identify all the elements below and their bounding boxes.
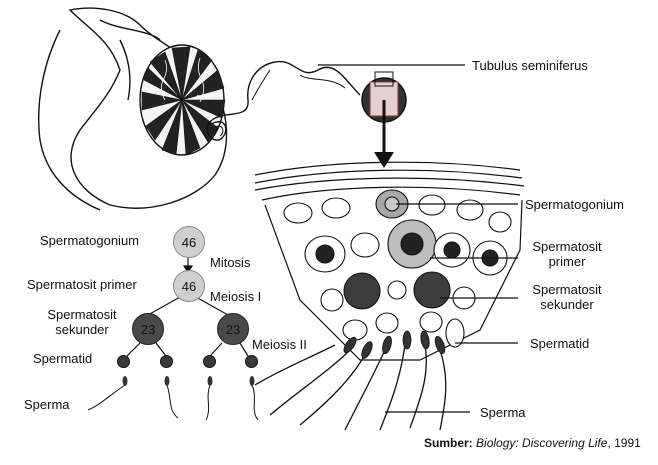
source-year: , 1991 [607, 436, 641, 450]
testis-lobules [141, 46, 226, 156]
node-spermatid-4 [245, 355, 258, 368]
source-label: Sumber: [424, 436, 473, 450]
left-sperm [87, 384, 259, 421]
node-spermatid-1 [117, 355, 130, 368]
label-sekunder-right-line1: Spermatosit [532, 282, 602, 297]
source-credit: Sumber: Biology: Discovering Life, 1991 [424, 436, 641, 450]
label-meiosis-2: Meiosis II [252, 337, 307, 352]
sperm-tails [254, 344, 447, 431]
node-sekunder-left: 23 [132, 313, 164, 345]
node-spermatogonium: 46 [173, 226, 205, 258]
source-title: Biology: Discovering Life [476, 436, 608, 450]
label-primer-right-line1: Spermatosit [532, 239, 602, 254]
testis-drawing [38, 7, 228, 211]
label-spermatid-right: Spermatid [530, 336, 590, 351]
label-mitosis: Mitosis [210, 255, 251, 270]
node-spermatid-3 [203, 355, 216, 368]
label-spermatosit-sekunder-left: Spermatosit sekunder [40, 307, 124, 337]
sperm-heads [343, 330, 446, 359]
secondary-spermatocyte-row [320, 271, 476, 312]
node-sekunder-right: 23 [217, 313, 249, 345]
tubule-wall [254, 161, 525, 361]
label-spermatogonium-left: Spermatogonium [40, 233, 139, 248]
spermatogonia-row [283, 189, 512, 233]
leader-lines [318, 64, 518, 413]
zoom-arrowhead [374, 152, 394, 168]
flow-arrows [126, 256, 249, 357]
label-spermatosit-primer-left: Spermatosit primer [27, 277, 137, 292]
label-sekunder-right-line2: sekunder [540, 297, 594, 312]
label-spermatosit-primer-right: Spermatosit primer [522, 239, 612, 269]
label-spermatogonium-right: Spermatogonium [525, 197, 624, 212]
spermatid-row [342, 311, 465, 348]
label-tubulus: Tubulus seminiferus [472, 58, 588, 73]
label-primer-right-line2: primer [548, 254, 586, 269]
label-meiosis-1: Meiosis I [210, 289, 262, 304]
primary-spermatocyte-row [304, 219, 508, 276]
node-spermatosit-primer: 46 [173, 270, 205, 302]
label-spermatosit-sekunder-right: Spermatosit sekunder [522, 282, 612, 312]
vas-deferens [206, 60, 361, 141]
label-sekunder-left-line2: sekunder [55, 322, 109, 337]
label-spermatid-left: Spermatid [33, 351, 93, 366]
label-sperma-right: Sperma [480, 405, 526, 420]
label-sperma-left: Sperma [24, 397, 70, 412]
label-sekunder-left-line1: Spermatosit [47, 307, 117, 322]
node-spermatid-2 [160, 355, 173, 368]
